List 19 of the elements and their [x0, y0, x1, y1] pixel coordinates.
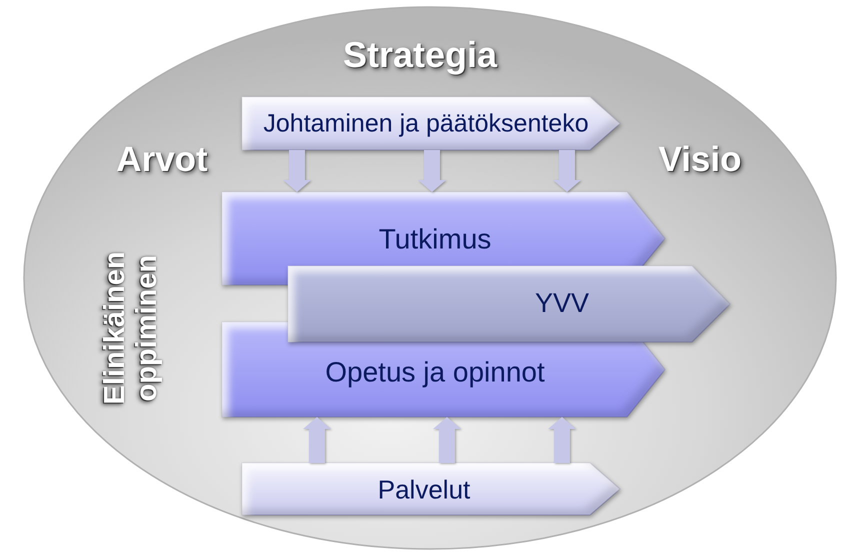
arrow-band [288, 266, 730, 342]
block-arrow [548, 417, 576, 463]
band-label: Tutkimus [378, 224, 492, 256]
band-label: Johtaminen ja päätöksenteko [263, 110, 589, 138]
band-label: YVV [534, 289, 590, 319]
block-arrow [303, 417, 331, 463]
block-arrow [433, 417, 461, 463]
arrow-band [242, 463, 620, 515]
block-arrow [418, 150, 446, 192]
block-arrow [553, 150, 581, 192]
heading-text: Strategia [342, 35, 498, 75]
oval-panel [22, 5, 838, 551]
block-arrow [283, 150, 311, 192]
band-label: Palvelut [378, 476, 470, 504]
band-label: Opetus ja opinnot [325, 358, 545, 388]
side-label: Visio [658, 140, 742, 180]
side-label: Arvot [116, 140, 208, 180]
arrow-band [242, 97, 620, 150]
vertical-label: Elinikäinen oppiminen [100, 250, 164, 407]
